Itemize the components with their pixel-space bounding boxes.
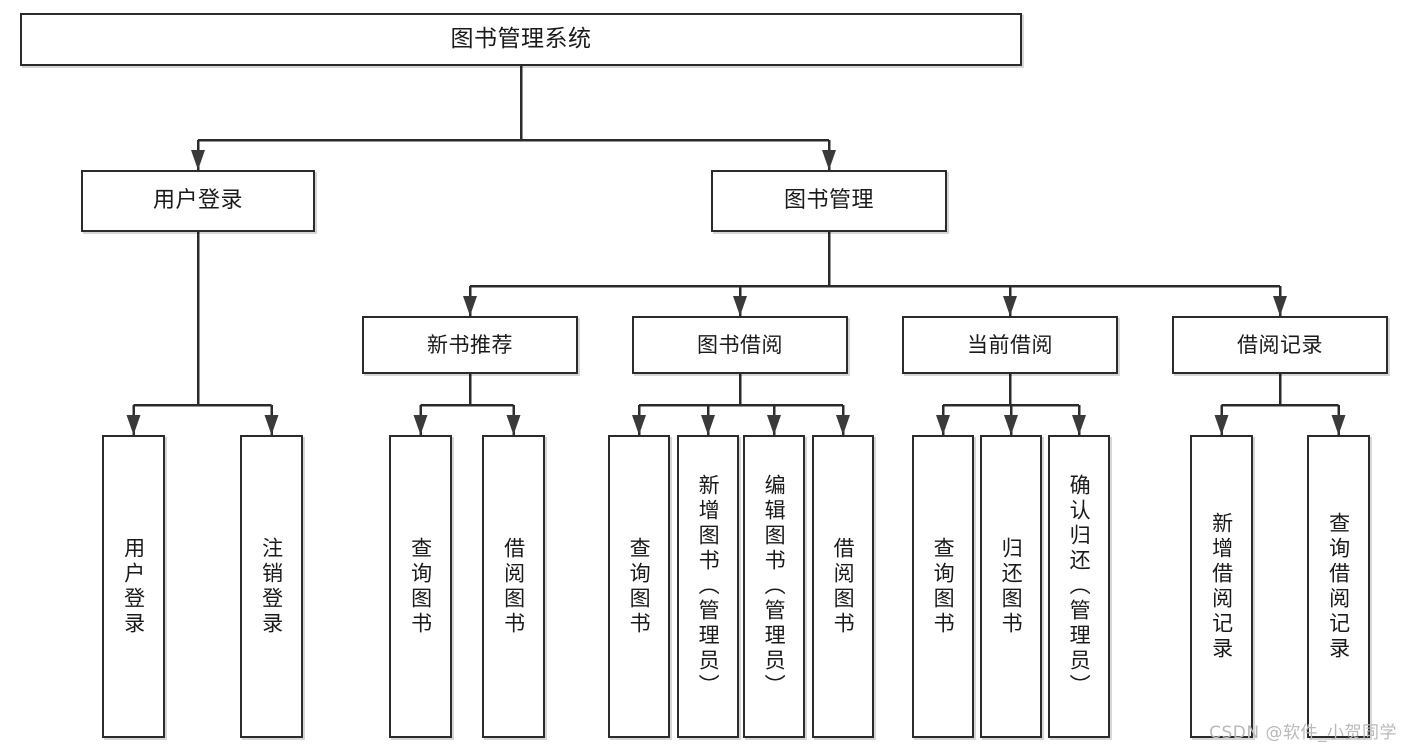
arrowhead-borrow-record-1 bbox=[1331, 415, 1346, 435]
node-book-borrow[interactable]: 图书借阅 bbox=[632, 316, 848, 374]
node-label: 新增借阅记录 bbox=[1209, 511, 1234, 662]
node-label: 图书管理系统 bbox=[450, 26, 592, 53]
arrowhead-current-borrow-0 bbox=[936, 415, 950, 435]
node-book-manage[interactable]: 图书管理 bbox=[711, 170, 947, 232]
node-label: 借阅记录 bbox=[1237, 332, 1323, 357]
node-label: 注销登录 bbox=[259, 536, 284, 637]
arrowhead-root-1 bbox=[822, 150, 836, 170]
node-label: 借阅图书 bbox=[831, 536, 856, 637]
arrowhead-book-borrow-1 bbox=[701, 415, 715, 435]
node-label: 查询借阅记录 bbox=[1326, 511, 1351, 662]
node-borrow-record[interactable]: 借阅记录 bbox=[1172, 316, 1388, 374]
arrowhead-root-0 bbox=[191, 150, 205, 170]
arrowhead-book-manage-0 bbox=[463, 296, 477, 316]
arrowhead-user-login-0 bbox=[126, 415, 141, 435]
arrowhead-current-borrow-2 bbox=[1072, 415, 1086, 435]
node-label: 借阅图书 bbox=[501, 536, 526, 637]
node-leaf-borrow-add[interactable]: 新增图书（管理员） bbox=[677, 435, 739, 738]
arrowhead-current-borrow-1 bbox=[1004, 415, 1018, 435]
arrowhead-book-manage-2 bbox=[1003, 296, 1017, 316]
arrowhead-book-manage-3 bbox=[1273, 296, 1287, 316]
node-leaf-user-logout[interactable]: 注销登录 bbox=[240, 435, 303, 738]
node-leaf-record-query[interactable]: 查询借阅记录 bbox=[1307, 435, 1370, 738]
node-current-borrow[interactable]: 当前借阅 bbox=[902, 316, 1118, 374]
node-label: 图书借阅 bbox=[697, 332, 783, 357]
node-leaf-rec-borrow[interactable]: 借阅图书 bbox=[482, 435, 545, 738]
node-new-book-rec[interactable]: 新书推荐 bbox=[362, 316, 578, 374]
node-label: 图书管理 bbox=[783, 188, 874, 214]
node-label: 用户登录 bbox=[121, 536, 146, 637]
node-label: 确认归还（管理员） bbox=[1067, 474, 1092, 699]
node-label: 新书推荐 bbox=[427, 332, 513, 357]
node-user-login[interactable]: 用户登录 bbox=[81, 170, 315, 232]
node-label: 查询图书 bbox=[627, 536, 652, 637]
node-leaf-current-query[interactable]: 查询图书 bbox=[912, 435, 974, 738]
arrowhead-borrow-record-0 bbox=[1214, 415, 1229, 435]
node-root[interactable]: 图书管理系统 bbox=[20, 13, 1022, 66]
arrowhead-user-login-1 bbox=[264, 415, 279, 435]
node-label: 新增图书（管理员） bbox=[696, 474, 721, 699]
arrowhead-new-book-rec-0 bbox=[413, 415, 428, 435]
node-label: 归还图书 bbox=[999, 536, 1024, 637]
node-label: 用户登录 bbox=[152, 188, 243, 214]
arrowhead-new-book-rec-1 bbox=[506, 415, 521, 435]
arrowhead-book-borrow-2 bbox=[767, 415, 781, 435]
node-leaf-current-return[interactable]: 归还图书 bbox=[980, 435, 1042, 738]
node-leaf-user-login[interactable]: 用户登录 bbox=[102, 435, 165, 738]
node-leaf-borrow-edit[interactable]: 编辑图书（管理员） bbox=[743, 435, 805, 738]
node-leaf-borrow-query[interactable]: 查询图书 bbox=[608, 435, 670, 738]
arrowhead-book-borrow-0 bbox=[632, 415, 646, 435]
node-leaf-current-confirm[interactable]: 确认归还（管理员） bbox=[1048, 435, 1110, 738]
node-leaf-borrow-lend[interactable]: 借阅图书 bbox=[812, 435, 874, 738]
node-label: 编辑图书（管理员） bbox=[762, 474, 787, 699]
node-label: 查询图书 bbox=[931, 536, 956, 637]
arrowhead-book-borrow-3 bbox=[836, 415, 850, 435]
node-label: 查询图书 bbox=[408, 536, 433, 637]
arrowhead-book-manage-1 bbox=[733, 296, 747, 316]
node-leaf-rec-query[interactable]: 查询图书 bbox=[389, 435, 452, 738]
node-label: 当前借阅 bbox=[967, 332, 1053, 357]
node-leaf-record-add[interactable]: 新增借阅记录 bbox=[1190, 435, 1253, 738]
